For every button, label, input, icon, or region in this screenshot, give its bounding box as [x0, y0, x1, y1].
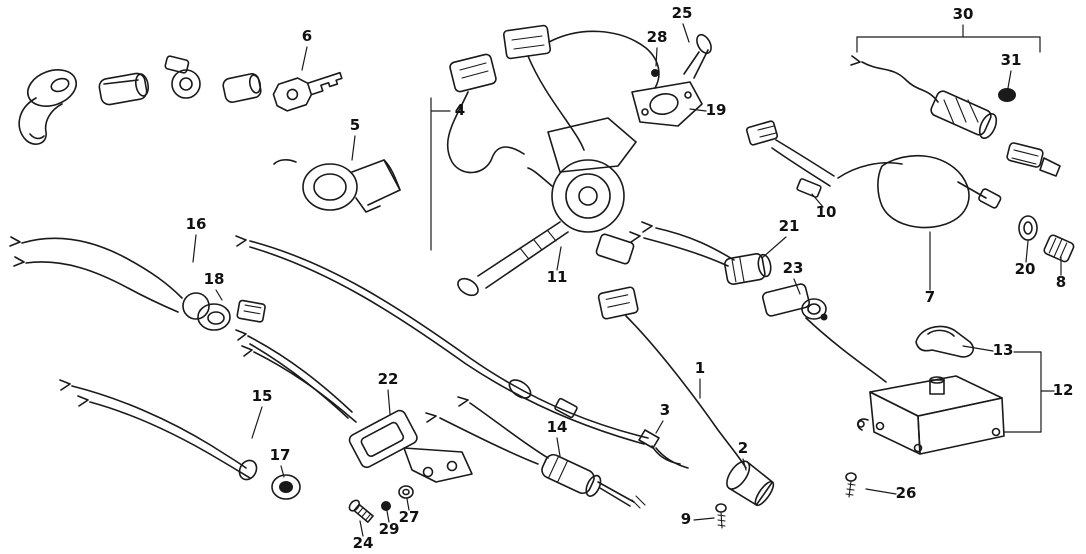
- callout-leader-19: [689, 108, 707, 112]
- part-screw-26: [845, 472, 857, 498]
- callout-leader-3: [655, 420, 664, 434]
- part-hazard-switch: [235, 329, 473, 523]
- callout-leader-10: [811, 193, 824, 208]
- part-wire-harness: [446, 24, 660, 174]
- part-steering-lock-lever: [18, 69, 78, 145]
- callout-12: 12: [1053, 381, 1074, 399]
- callout-29: 29: [379, 520, 400, 538]
- part-lighter-wiring: [850, 55, 1061, 177]
- callout-28: 28: [647, 28, 668, 46]
- callout-leader-26: [865, 488, 897, 495]
- callout-24: 24: [353, 534, 374, 552]
- callout-30: 30: [953, 5, 974, 23]
- part-choke-cable: [597, 286, 775, 507]
- callout-15: 15: [252, 387, 273, 405]
- callout-19: 19: [706, 101, 727, 119]
- callout-7: 7: [925, 288, 935, 306]
- part-lock-cylinder-c: [222, 73, 262, 103]
- callout-25: 25: [672, 4, 693, 22]
- callout-leader-31: [1007, 70, 1012, 89]
- callout-11: 11: [547, 268, 568, 286]
- callout-leader-18: [215, 289, 223, 301]
- part-turn-signal-switch: [631, 33, 712, 127]
- callout-leader-28: [655, 47, 658, 67]
- callout-leader-22: [387, 389, 391, 415]
- callout-9: 9: [681, 510, 691, 528]
- part-lock-cylinder-a: [98, 72, 150, 106]
- callout-18: 18: [204, 270, 225, 288]
- part-lock-cylinder-b: [164, 55, 201, 99]
- callout-leader-14: [556, 437, 561, 457]
- callout-leader-6: [301, 46, 308, 71]
- callout-leader-27: [406, 498, 410, 511]
- callout-leader-11: [556, 246, 562, 271]
- callout-31: 31: [1001, 51, 1022, 69]
- callout-leader-20: [1025, 240, 1029, 263]
- callout-leader-16: [192, 234, 197, 263]
- callout-23: 23: [783, 259, 804, 277]
- part-screw-9: [715, 503, 727, 529]
- callout-26: 26: [896, 484, 917, 502]
- part-ignition-switch-ring: [273, 159, 401, 213]
- callout-leader-29: [386, 510, 390, 523]
- callout-leader-2: [742, 458, 747, 471]
- callout-leader-23: [793, 278, 801, 295]
- callout-13: 13: [993, 341, 1014, 359]
- callout-16: 16: [186, 215, 207, 233]
- part-long-control-cable: [235, 235, 681, 465]
- callout-leader-9: [693, 517, 715, 521]
- callout-3: 3: [660, 401, 670, 419]
- callout-4: 4: [455, 101, 465, 119]
- callout-20: 20: [1015, 260, 1036, 278]
- part-switch-21-23: [629, 221, 887, 383]
- callout-22: 22: [378, 370, 399, 388]
- callout-leader-15: [251, 406, 263, 439]
- callout-6: 6: [302, 27, 312, 45]
- callout-27: 27: [399, 508, 420, 526]
- callout-10: 10: [816, 203, 837, 221]
- callout-1: 1: [695, 359, 705, 377]
- callout-8: 8: [1056, 273, 1066, 291]
- callout-21: 21: [779, 217, 800, 235]
- callout-leader-5: [351, 135, 356, 161]
- callout-leader-25: [682, 23, 690, 43]
- callout-17: 17: [270, 446, 291, 464]
- part-switch-16: [9, 236, 266, 331]
- callout-leader-24: [359, 520, 364, 537]
- callout-14: 14: [547, 418, 568, 436]
- part-cable-switch-14: [425, 396, 646, 509]
- callout-leader-21: [761, 236, 787, 259]
- callout-2: 2: [738, 439, 748, 457]
- part-combination-switch: [457, 117, 637, 297]
- callout-layer: 1234567891011121314151617181920212223242…: [186, 4, 1074, 552]
- callout-leader-13: [962, 345, 994, 352]
- part-key: [272, 71, 343, 112]
- callout-leader-17: [280, 465, 285, 478]
- part-wire-grommet-15-17: [59, 379, 301, 500]
- part-relay-box: [845, 325, 1005, 498]
- callout-5: 5: [350, 116, 360, 134]
- part-illumination-socket: [745, 120, 1075, 263]
